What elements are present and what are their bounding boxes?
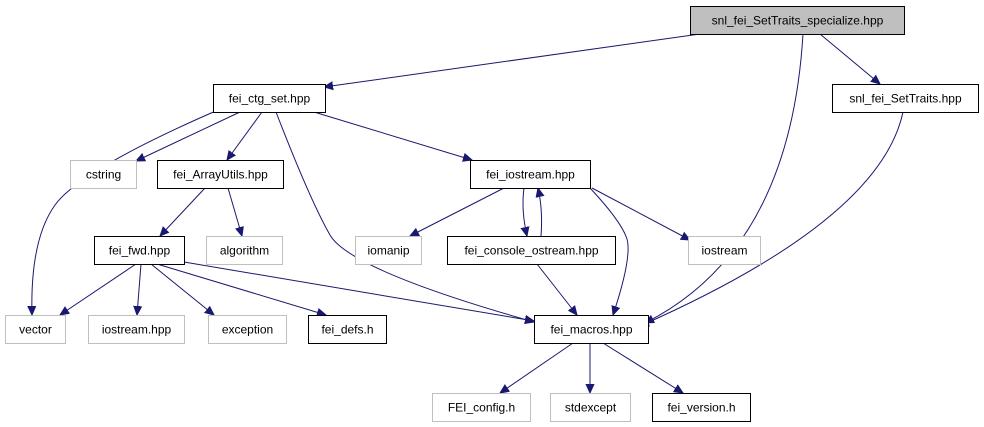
node-label-settraits: snl_fei_SetTraits.hpp [849, 92, 962, 106]
node-box-iomanip [355, 236, 422, 265]
node-box-vector [5, 315, 66, 344]
node-box-config [432, 393, 531, 422]
node-box-fwd [94, 236, 185, 265]
node-iostream: iostream [688, 236, 761, 265]
edge-iostreamhpp-to-console [523, 187, 527, 236]
node-box-console [447, 236, 616, 265]
node-label-cstring: cstring [86, 168, 121, 182]
node-label-ctg: fei_ctg_set.hpp [229, 92, 311, 106]
edge-arrayutils-to-algorithm [227, 187, 242, 236]
graph-edges [32, 33, 904, 393]
node-console[interactable]: fei_console_ostream.hpp [447, 236, 616, 265]
node-iomanip: iomanip [355, 236, 422, 265]
node-box-cstring [70, 160, 137, 189]
edge-iostreamhpp-to-macros [589, 187, 629, 315]
edge-arrayutils-to-fwd [160, 187, 206, 236]
node-box-stdexcept [550, 393, 631, 422]
node-label-console: fei_console_ostream.hpp [464, 244, 598, 258]
node-box-root [690, 6, 905, 35]
edge-fwd-to-exception [150, 263, 214, 315]
node-box-iostreamhpp [470, 160, 591, 189]
node-box-settraits [832, 84, 979, 113]
node-box-ctg [213, 84, 326, 113]
node-version[interactable]: fei_version.h [652, 393, 751, 422]
node-label-macros: fei_macros.hpp [550, 323, 632, 337]
node-label-algorithm: algorithm [220, 244, 269, 258]
node-label-version: fei_version.h [667, 401, 735, 415]
node-ctg[interactable]: fei_ctg_set.hpp [213, 84, 326, 113]
node-iostreamh: iostream.hpp [88, 315, 185, 344]
edge-ctg-to-arrayutils [227, 111, 263, 160]
node-exception: exception [208, 315, 287, 344]
node-cstring: cstring [70, 160, 137, 189]
edge-ctg-to-iostreamhpp [313, 111, 472, 160]
node-vector: vector [5, 315, 66, 344]
node-box-iostream [688, 236, 761, 265]
edge-console-to-iostreamhpp [538, 188, 542, 237]
edge-iostreamhpp-to-iomanip [410, 187, 505, 236]
node-label-iomanip: iomanip [367, 244, 409, 258]
edge-fwd-to-iostreamh [137, 263, 141, 315]
node-root[interactable]: snl_fei_SetTraits_specialize.hpp [690, 6, 905, 35]
edge-ctg-to-cstring [136, 111, 241, 161]
node-box-exception [208, 315, 287, 344]
node-stdexcept: stdexcept [550, 393, 631, 422]
edge-root-to-macros [645, 33, 804, 323]
edge-root-to-settraits [819, 33, 880, 84]
node-label-defs: fei_defs.h [321, 323, 373, 337]
edge-fwd-to-defs [156, 263, 326, 315]
edge-root-to-ctg [324, 33, 701, 87]
node-label-iostreamhpp: fei_iostream.hpp [486, 168, 575, 182]
node-label-iostream: iostream [701, 244, 747, 258]
node-box-defs [308, 315, 387, 344]
node-iostreamhpp[interactable]: fei_iostream.hpp [470, 160, 591, 189]
node-label-iostreamh: iostream.hpp [102, 323, 172, 337]
node-label-exception: exception [222, 323, 273, 337]
edge-macros-to-version [602, 342, 683, 393]
edge-ctg-to-vector [32, 109, 219, 315]
node-config: FEI_config.h [432, 393, 531, 422]
edge-console-to-macros [536, 263, 577, 315]
edge-fwd-to-macros [183, 261, 534, 321]
edge-macros-to-config [500, 342, 574, 393]
node-defs[interactable]: fei_defs.h [308, 315, 387, 344]
node-box-iostreamh [88, 315, 185, 344]
node-label-config: FEI_config.h [448, 401, 515, 415]
node-fwd[interactable]: fei_fwd.hpp [94, 236, 185, 265]
edge-ctg-to-macros [275, 111, 534, 322]
node-algorithm: algorithm [206, 236, 283, 265]
edge-fwd-to-vector [60, 263, 137, 315]
edge-settraits-to-macros [640, 111, 904, 326]
node-box-algorithm [206, 236, 283, 265]
node-box-macros [534, 315, 649, 344]
node-label-arrayutils: fei_ArrayUtils.hpp [173, 168, 268, 182]
node-label-stdexcept: stdexcept [565, 401, 617, 415]
node-label-vector: vector [19, 323, 52, 337]
node-box-version [652, 393, 751, 422]
graph-nodes: snl_fei_SetTraits_specialize.hpp fei_ctg_… [5, 6, 979, 422]
node-label-fwd: fei_fwd.hpp [109, 244, 171, 258]
edge-iostreamhpp-to-iostream [591, 187, 690, 240]
node-settraits[interactable]: snl_fei_SetTraits.hpp [832, 84, 979, 113]
node-arrayutils[interactable]: fei_ArrayUtils.hpp [157, 160, 284, 189]
node-box-arrayutils [157, 160, 284, 189]
node-macros[interactable]: fei_macros.hpp [534, 315, 649, 344]
node-label-root: snl_fei_SetTraits_specialize.hpp [712, 14, 884, 28]
